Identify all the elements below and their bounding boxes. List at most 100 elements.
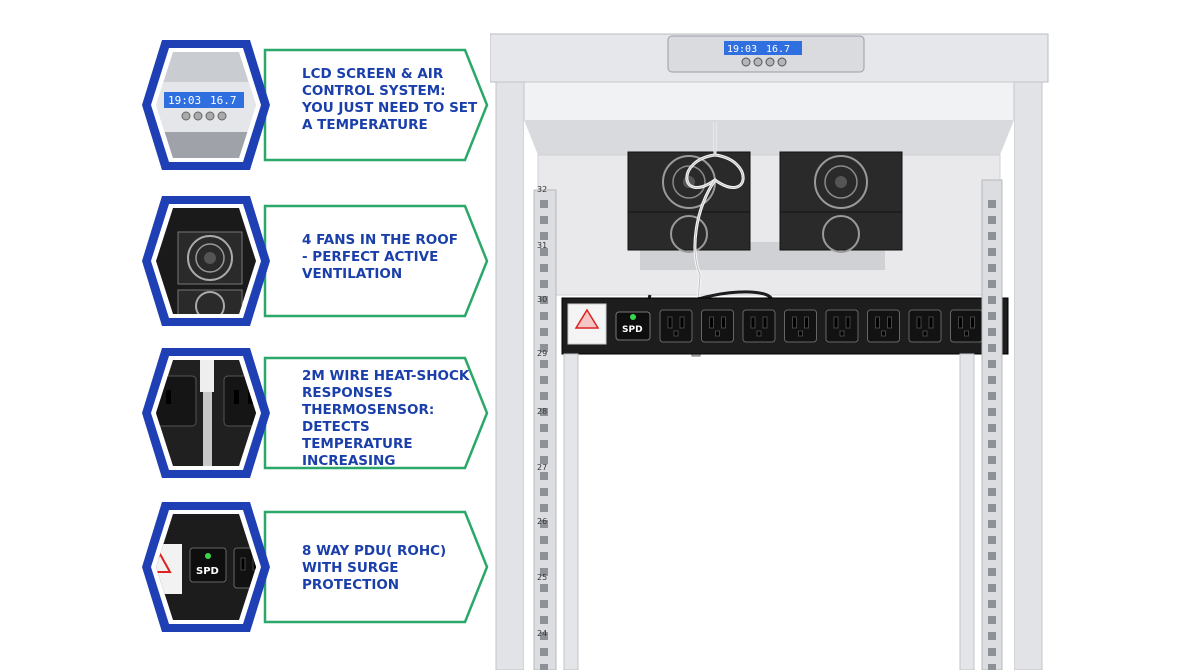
rail-hole (988, 600, 996, 608)
rail-hole (988, 648, 996, 656)
feature-line: 8 WAY PDU( ROHC) (302, 543, 447, 559)
rail-hole (540, 200, 548, 208)
feature-pdu-text: 8 WAY PDU( ROHC) WITH SURGE PROTECTION (302, 543, 482, 594)
panel-button[interactable] (765, 57, 775, 67)
rail-hole (540, 408, 548, 416)
roof-fan (627, 211, 751, 253)
rail-hole (988, 328, 996, 336)
rail-hole (540, 488, 548, 496)
rail-hole (540, 664, 548, 670)
rail-hole (540, 424, 548, 432)
feature-fans-text: 4 FANS IN THE ROOF - PERFECT ACTIVE VENT… (302, 232, 482, 283)
rail-hole (540, 248, 548, 256)
panel-button[interactable] (753, 57, 763, 67)
pdu-outlet (825, 309, 859, 343)
rail-hole (540, 360, 548, 368)
feature-thermosensor-text: 2M WIRE HEAT-SHOCK RESPONSES THERMOSENSO… (302, 368, 482, 470)
rail-hole (988, 552, 996, 560)
feature-lcd-text: LCD SCREEN & AIR CONTROL SYSTEM: YOU JUS… (302, 66, 482, 134)
rail-hole (988, 232, 996, 240)
rail-hole (540, 392, 548, 400)
rail-hole (988, 312, 996, 320)
rail-hole (540, 600, 548, 608)
rail-hole (988, 360, 996, 368)
feature-line: THERMOSENSOR: (302, 402, 435, 418)
rack-unit-label: 30 (537, 295, 547, 304)
rail-hole (988, 440, 996, 448)
rail-hole (540, 216, 548, 224)
rail-hole (988, 520, 996, 528)
feature-line: DETECTS TEMPERATURE (302, 419, 413, 452)
rail-hole (988, 200, 996, 208)
feature-line: YOU JUST NEED TO SET (302, 100, 478, 116)
rail-hole (540, 440, 548, 448)
spd-indicator (615, 311, 651, 341)
rail-hole (988, 584, 996, 592)
feature-line: 2M WIRE HEAT-SHOCK (302, 368, 470, 384)
rail-hole (988, 408, 996, 416)
rail-hole (540, 264, 548, 272)
pdu-thumb: SPD (156, 514, 256, 620)
rack-unit-label: 28 (537, 407, 547, 416)
feature-line: WITH SURGE (302, 560, 399, 576)
rack-unit-label: 27 (537, 463, 547, 472)
feature-line: 4 FANS IN THE ROOF (302, 232, 458, 248)
feature-frame: SPD (142, 502, 489, 632)
rail-hole (540, 472, 548, 480)
feature-line: INCREASING (302, 453, 396, 469)
pdu-outlet (908, 309, 942, 343)
rail-hole (540, 456, 548, 464)
feature-pdu: SPD 8 WAY PDU( ROHC) WITH SURGE PROTECTI… (142, 500, 492, 634)
rail-hole (540, 232, 548, 240)
feature-line: - PERFECT ACTIVE (302, 249, 439, 265)
rail-hole (540, 328, 548, 336)
rail-hole (540, 344, 548, 352)
panel-button[interactable] (777, 57, 787, 67)
svg-text:19:03: 19:03 (168, 94, 201, 107)
pdu-outlet (701, 309, 734, 343)
rail-hole (540, 632, 548, 640)
rail-hole (988, 536, 996, 544)
rack-unit-label: 24 (537, 629, 547, 638)
feature-line: LCD SCREEN & AIR (302, 66, 444, 82)
feature-frame: 19:03 16.7 (142, 40, 489, 170)
rail-hole (540, 312, 548, 320)
left-post (495, 81, 525, 670)
pdu-outlet (784, 309, 817, 343)
svg-text:SPD: SPD (196, 566, 219, 577)
rack-unit-label: 31 (537, 241, 547, 250)
warning-icon (574, 308, 600, 329)
rail-hole (540, 648, 548, 656)
rack-unit-label: 29 (537, 349, 547, 358)
spd-label: SPD (622, 325, 643, 335)
roof-fan (779, 211, 903, 253)
rail-hole (988, 504, 996, 512)
feature-frame (142, 196, 489, 326)
rail-hole (988, 376, 996, 384)
rail-hole (540, 296, 548, 304)
rack-unit-label: 25 (537, 573, 547, 582)
rack-unit-label: 26 (537, 517, 547, 526)
rail-hole (988, 392, 996, 400)
rail-hole (988, 296, 996, 304)
rail-hole (988, 424, 996, 432)
rail-hole (988, 632, 996, 640)
panel-button[interactable] (741, 57, 751, 67)
lcd-control-panel: 19:03 16.7 (667, 35, 865, 73)
lcd-screen (724, 41, 802, 55)
feature-line: PROTECTION (302, 577, 400, 593)
rail-hole (540, 584, 548, 592)
rail-hole (988, 456, 996, 464)
rail-hole (988, 216, 996, 224)
rail-hole (540, 504, 548, 512)
rail-hole (540, 280, 548, 288)
rail-hole (988, 344, 996, 352)
roof-fan (779, 151, 903, 213)
pdu-strip: SPD (561, 297, 1009, 355)
rail-hole (988, 472, 996, 480)
lcd-panel-thumb: 19:03 16.7 (156, 52, 256, 158)
feature-line: RESPONSES (302, 385, 393, 401)
rail-hole (540, 536, 548, 544)
feature-lcd: 19:03 16.7 LCD SCREEN & AIR CONTROL SYST… (142, 38, 492, 172)
